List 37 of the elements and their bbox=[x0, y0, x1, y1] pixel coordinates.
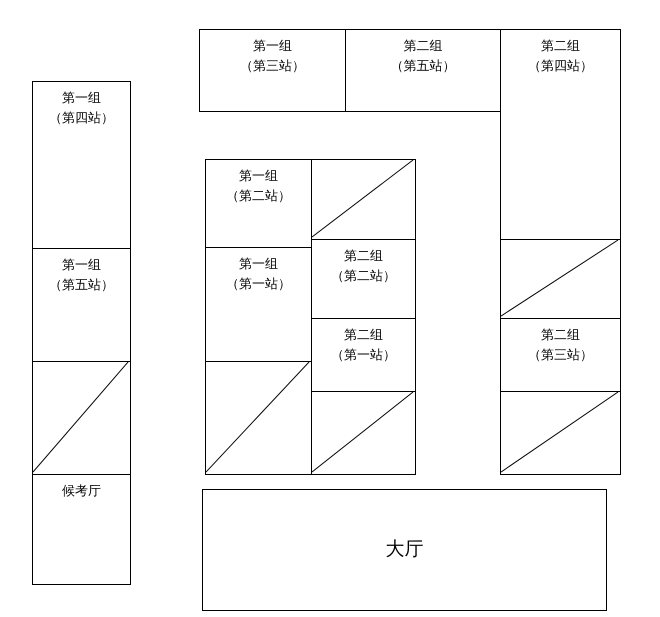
crossed-area bbox=[311, 159, 416, 240]
room-area bbox=[32, 248, 131, 362]
room-area bbox=[202, 489, 607, 611]
room-label: （第一站） bbox=[331, 347, 396, 366]
room-label: （第二站） bbox=[331, 268, 396, 286]
room-label: 第一组 bbox=[62, 90, 101, 108]
room-label: 候考厅 bbox=[62, 483, 101, 501]
room-label: （第五站） bbox=[49, 277, 114, 296]
room-label: 大厅 bbox=[386, 537, 424, 562]
room-label: 第一组 bbox=[253, 38, 292, 56]
room-area bbox=[32, 474, 131, 585]
room-label: （第一站） bbox=[226, 276, 291, 294]
room-label: （第三站） bbox=[528, 347, 593, 366]
room-area bbox=[500, 29, 621, 240]
room-label: 第二组 bbox=[344, 327, 383, 345]
crossed-area bbox=[205, 361, 312, 475]
room-label: 第二组 bbox=[344, 248, 383, 266]
room-label: （第三站） bbox=[240, 58, 305, 76]
room-label: 第一组 bbox=[239, 256, 278, 274]
crossed-area bbox=[500, 239, 621, 319]
room-label: （第四站） bbox=[49, 110, 114, 128]
room-area bbox=[32, 81, 131, 249]
crossed-area bbox=[500, 391, 621, 475]
room-label: 第一组 bbox=[62, 257, 101, 275]
room-area bbox=[345, 29, 501, 112]
room-label: （第五站） bbox=[390, 58, 456, 76]
room-label: 第二组 bbox=[541, 38, 580, 56]
crossed-area bbox=[32, 361, 131, 475]
room-label: （第二站） bbox=[226, 188, 291, 206]
room-area bbox=[205, 159, 312, 248]
room-label: 第二组 bbox=[404, 38, 442, 56]
room-label: 第二组 bbox=[541, 327, 580, 345]
crossed-area bbox=[311, 391, 416, 475]
room-area bbox=[500, 318, 621, 392]
room-label: （第四站） bbox=[528, 58, 593, 76]
room-label: 第一组 bbox=[239, 168, 278, 186]
room-area bbox=[199, 29, 346, 112]
